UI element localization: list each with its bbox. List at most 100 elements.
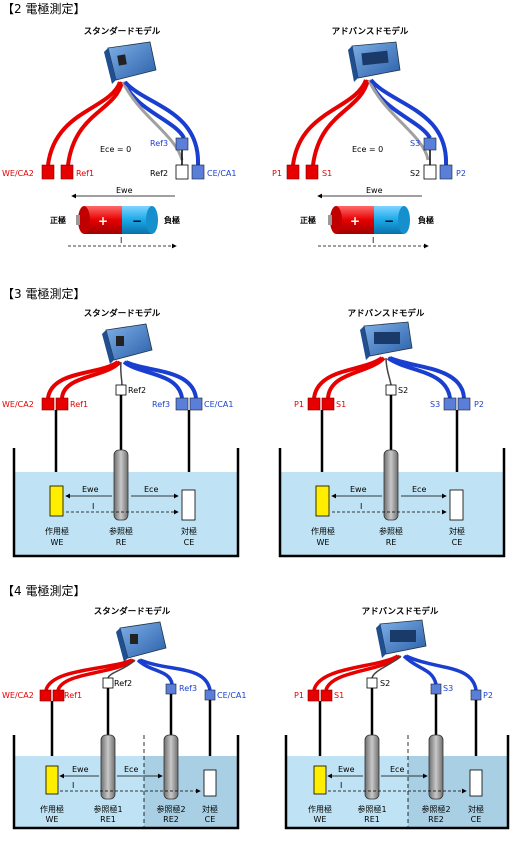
label-ece: Ece xyxy=(144,485,158,494)
label-ece: Ece xyxy=(124,765,138,774)
cell-label-en: WE xyxy=(314,815,327,824)
cell-label-jp: 参照極 xyxy=(379,526,403,536)
panel-title: スタンダードモデル xyxy=(84,308,161,319)
label-negative-pole: 負極 xyxy=(418,215,434,225)
label-current: I xyxy=(92,502,94,511)
label-p1: P1 xyxy=(272,169,282,178)
cell-label-jp: 参照極 xyxy=(109,526,133,536)
label-s3: S3 xyxy=(430,400,440,409)
label-p1: P1 xyxy=(294,691,304,700)
panel-title: スタンダードモデル xyxy=(84,26,161,37)
label-we-ca2: WE/CA2 xyxy=(2,169,34,178)
cell-label-en: RE xyxy=(386,538,397,547)
label-s1: S1 xyxy=(336,400,346,409)
label-current: I xyxy=(372,236,374,245)
label-ref2: Ref2 xyxy=(128,386,146,395)
label-p1: P1 xyxy=(294,400,304,409)
cell-label-jp: 参照極2 xyxy=(421,804,450,814)
panel-title: アドバンスドモデル xyxy=(332,26,409,37)
battery-plus: + xyxy=(350,214,360,228)
label-ref1: Ref1 xyxy=(76,169,94,178)
battery-icon: + − xyxy=(328,206,410,234)
label-s2: S2 xyxy=(410,169,420,178)
cell-label-en: CE xyxy=(471,815,482,824)
label-s2: S2 xyxy=(380,679,390,688)
label-negative-pole: 負極 xyxy=(164,215,180,225)
panel-title: アドバンスドモデル xyxy=(362,606,439,617)
two-electrode-advanced-panel: アドバンスドモデル P1 S1 S3 S2 P2 Ece = 0 Ewe xyxy=(272,26,466,249)
working-electrode xyxy=(49,485,64,517)
label-ewe: Ewe xyxy=(116,186,133,195)
four-electrode-standard-panel: スタンダードモデル WE/CA2 Ref1 Ref2 Ref3 CE/CA1 xyxy=(2,606,246,830)
label-we-ca2: WE/CA2 xyxy=(2,400,34,409)
three-electrode-advanced-panel: アドバンスドモデル P1 S1 S2 S3 P2 Ewe Ece xyxy=(278,308,506,558)
cell-label-en: RE2 xyxy=(428,815,444,824)
cell-label-jp: 対極 xyxy=(449,526,465,536)
cell-label-jp: 対極 xyxy=(202,804,218,814)
cell-label-jp: 参照極1 xyxy=(357,804,386,814)
cell-label-jp: 作用極 xyxy=(40,804,64,814)
counter-electrode xyxy=(449,489,464,521)
section-title-4-electrode: 【4 電極測定】 xyxy=(2,583,85,598)
counter-electrode xyxy=(181,489,196,521)
label-s3: S3 xyxy=(410,139,420,148)
cell-label-en: RE1 xyxy=(100,815,116,824)
label-ref3: Ref3 xyxy=(150,139,168,148)
label-ewe: Ewe xyxy=(72,765,89,774)
label-ewe: Ewe xyxy=(82,485,99,494)
label-s2: S2 xyxy=(398,386,408,395)
potentiostat-device-icon xyxy=(102,323,153,364)
reference-electrode xyxy=(113,449,129,521)
cell-label-jp: 対極 xyxy=(181,526,197,536)
cell-label-en: CE xyxy=(184,538,195,547)
label-current: I xyxy=(360,502,362,511)
potentiostat-device-icon xyxy=(360,321,413,360)
label-ece: Ece xyxy=(390,765,404,774)
battery-plus: + xyxy=(98,214,108,228)
label-current: I xyxy=(340,781,342,790)
cell-label-en: CE xyxy=(205,815,216,824)
working-electrode xyxy=(315,485,330,517)
battery-icon: + − xyxy=(76,206,158,234)
label-s3: S3 xyxy=(443,684,453,693)
working-electrode xyxy=(45,765,59,795)
beaker xyxy=(284,735,510,830)
beaker xyxy=(12,735,240,830)
four-electrode-advanced-panel: アドバンスドモデル P1 S1 S2 S3 P2 xyxy=(284,606,510,830)
cell-label-en: RE2 xyxy=(163,815,179,824)
label-ece: Ece = 0 xyxy=(100,145,131,154)
potentiostat-device-icon xyxy=(376,619,427,658)
label-ce-ca1: CE/CA1 xyxy=(207,169,236,178)
label-ref2: Ref2 xyxy=(114,679,132,688)
reference-electrode-1 xyxy=(364,734,380,800)
cell-label-en: WE xyxy=(46,815,59,824)
potentiostat-device-icon xyxy=(116,621,167,662)
label-ref3: Ref3 xyxy=(152,400,170,409)
reference-electrode-2 xyxy=(163,734,179,800)
label-p2: P2 xyxy=(483,691,493,700)
cell-label-en: RE1 xyxy=(364,815,380,824)
label-positive-pole: 正極 xyxy=(50,215,66,225)
panel-title: スタンダードモデル xyxy=(94,606,171,617)
label-ewe: Ewe xyxy=(338,765,355,774)
label-ref1: Ref1 xyxy=(64,691,82,700)
two-electrode-standard-panel: スタンダードモデル WE/CA2 Ref1 Ref3 Ref2 CE/CA1 E… xyxy=(2,26,236,249)
cell-label-jp: 対極 xyxy=(468,804,484,814)
cell-label-jp: 作用極 xyxy=(311,526,335,536)
section-title-3-electrode: 【3 電極測定】 xyxy=(2,286,85,301)
section-title-2-electrode: 【2 電極測定】 xyxy=(2,1,85,16)
label-current: I xyxy=(120,236,122,245)
label-positive-pole: 正極 xyxy=(300,215,316,225)
label-we-ca2: WE/CA2 xyxy=(2,691,34,700)
counter-electrode xyxy=(203,769,217,797)
potentiostat-device-icon xyxy=(348,41,401,82)
counter-electrode xyxy=(469,769,483,797)
label-p2: P2 xyxy=(474,400,484,409)
cell-label-jp: 作用極 xyxy=(45,526,69,536)
label-ece: Ece = 0 xyxy=(352,145,383,154)
label-ce-ca1: CE/CA1 xyxy=(217,691,246,700)
panel-title: アドバンスドモデル xyxy=(348,308,425,319)
cell-label-jp: 参照極2 xyxy=(156,804,185,814)
cell-label-jp: 参照極1 xyxy=(93,804,122,814)
